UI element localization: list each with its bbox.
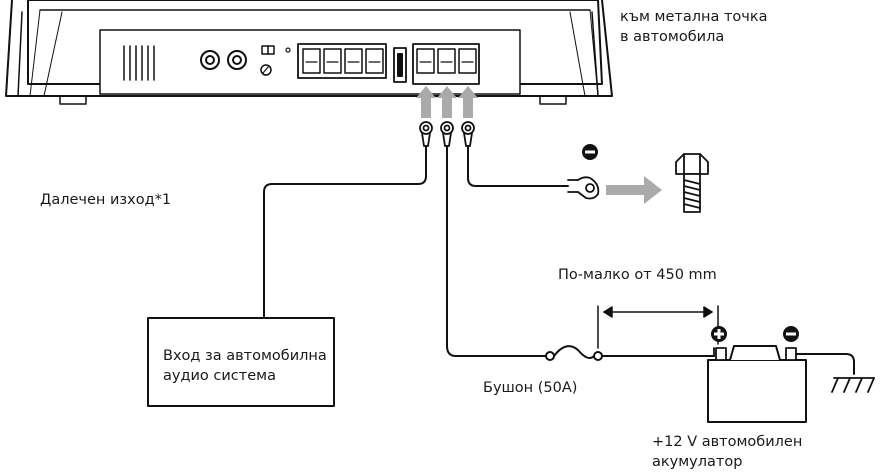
insertion-arrows [416, 86, 478, 118]
arrow-right-icon [606, 176, 662, 204]
minus-terminal-icon-battery [783, 326, 799, 342]
plus-terminal-icon [711, 326, 727, 342]
ring-terminals [419, 121, 475, 147]
ground-ring-lug [567, 176, 600, 200]
battery [707, 345, 807, 423]
minus-terminal-icon [582, 144, 598, 160]
distance-label: По-малко от 450 mm [558, 267, 717, 283]
car-audio-input-box [147, 317, 335, 407]
power-terminal-block [412, 43, 480, 85]
speaker-terminal-block [297, 43, 387, 79]
vent-grille [123, 45, 155, 81]
amp-fuse-holder [393, 47, 407, 83]
battery-label-line2: акумулатор [652, 454, 743, 470]
fuse-icon [545, 345, 603, 361]
fuse-label: Бушон (50A) [483, 380, 578, 396]
remote-wire [263, 145, 427, 319]
battery-label: +12 V автомобилен акумулатор [652, 432, 802, 472]
metal-point-label: към метална точка в автомобила [620, 7, 768, 47]
power-wire [446, 145, 547, 357]
bolt-icon [675, 153, 709, 213]
remote-output-label: Далечен изход*1 [40, 192, 172, 208]
ground-symbol-icon [831, 377, 875, 393]
car-audio-input-label: Вход за автомобилна аудио система [163, 346, 327, 386]
battery-ground-wire [795, 353, 855, 375]
input-label-line1: Вход за автомобилна [163, 348, 327, 364]
rca-jacks [200, 50, 247, 70]
input-label-line2: аудио система [163, 368, 276, 384]
ground-wire [467, 145, 569, 187]
distance-dimension [597, 305, 719, 349]
amplifier [5, 0, 613, 105]
battery-label-line1: +12 V автомобилен [652, 434, 803, 450]
metal-point-label-line1: към метална точка [620, 9, 768, 25]
metal-point-label-line2: в автомобила [620, 29, 725, 45]
gain-knob [260, 64, 272, 76]
